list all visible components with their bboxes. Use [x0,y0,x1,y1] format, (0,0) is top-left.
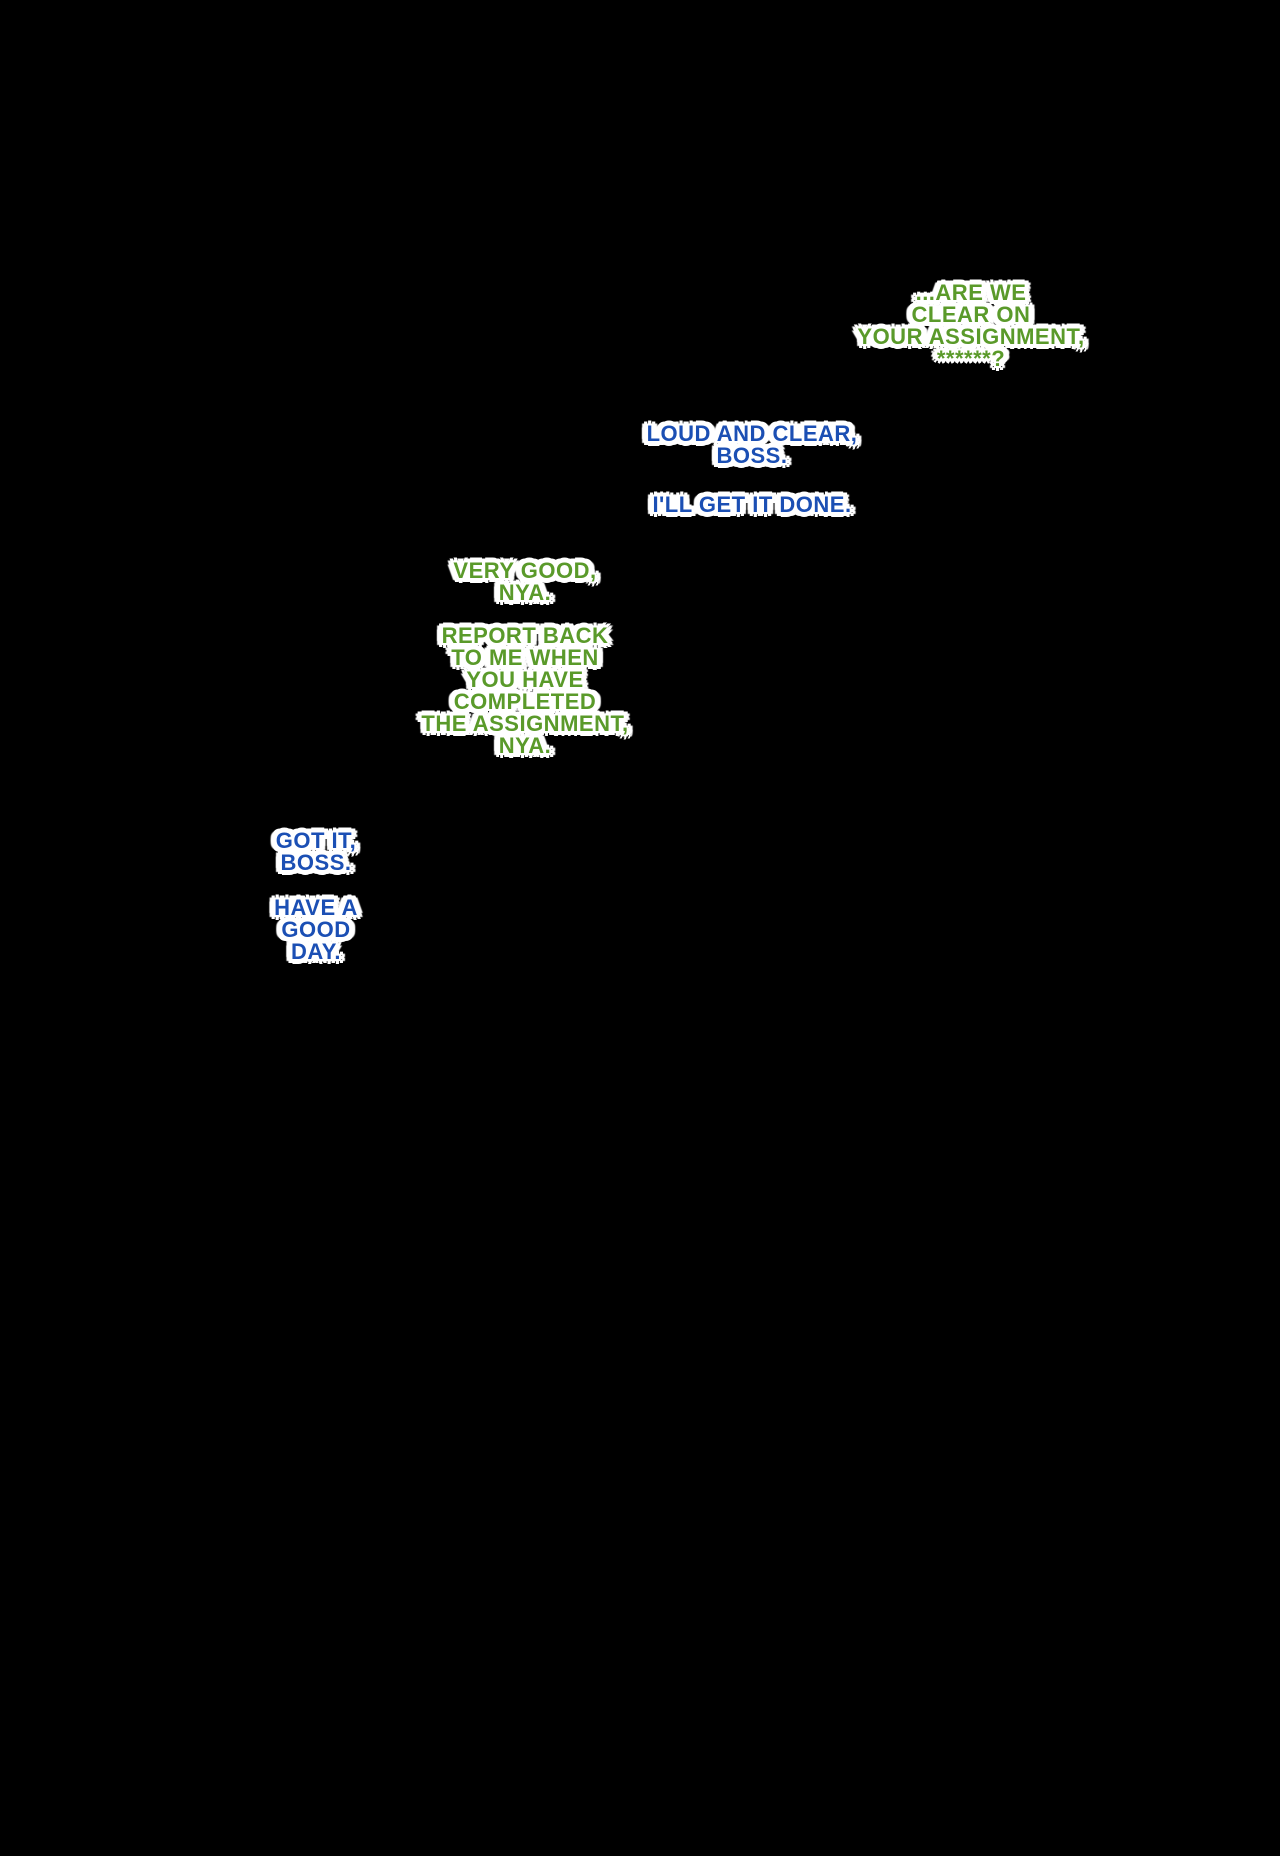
dialogue-caption-very-good: Very good, nya. [453,558,597,605]
dialogue-caption-get-it-done: I'll get it done. [652,492,852,517]
dialogue-caption-loud-and-clear: Loud and clear, boss. [646,421,858,468]
dialogue-caption-good-day: Have a good day. [274,895,358,964]
dialogue-caption-are-we-clear: ...Are we clear on your assignment, ****… [857,280,1085,371]
dialogue-caption-report-back: Report back to me when you have complete… [421,623,629,758]
dialogue-caption-got-it: Got it, boss. [275,828,357,875]
